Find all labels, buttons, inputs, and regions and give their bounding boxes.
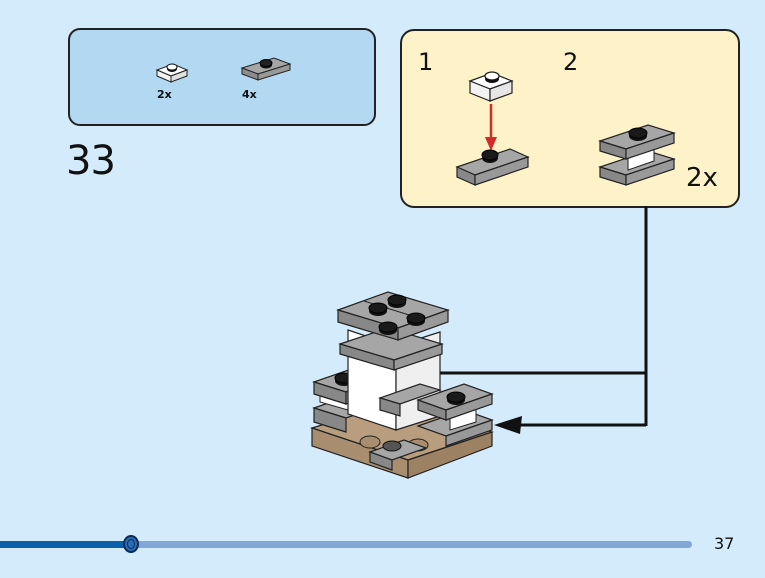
- white-plate-part-icon: [155, 63, 189, 83]
- page-number: 37: [714, 534, 735, 553]
- model-illustration: [310, 291, 494, 479]
- step-number: 33: [66, 138, 116, 184]
- parts-list-box: 2x 4x: [68, 28, 376, 126]
- sub-step-1-illustration: [455, 71, 530, 186]
- red-down-arrow-icon: [485, 104, 497, 151]
- progress-knob[interactable]: [123, 535, 140, 553]
- gray-jumper-plate-part-icon: [240, 57, 292, 81]
- gray-jumper-plate-icon: [455, 148, 530, 186]
- sub-step-number-2: 2: [563, 48, 579, 76]
- sub-step-2-illustration: [598, 124, 676, 186]
- part-qty-gray-plate: 4x: [242, 88, 257, 101]
- sub-step-number-1: 1: [418, 48, 434, 76]
- part-qty-white-plate: 2x: [157, 88, 172, 101]
- sub-assembly-multiplier: 2x: [686, 163, 718, 193]
- white-plate-icon: [468, 71, 514, 102]
- sub-assembly-box: 1 2 2x: [400, 29, 740, 208]
- arrow-lower-icon: [494, 416, 522, 434]
- progress-fill: [0, 541, 132, 548]
- progress-track[interactable]: [0, 535, 692, 553]
